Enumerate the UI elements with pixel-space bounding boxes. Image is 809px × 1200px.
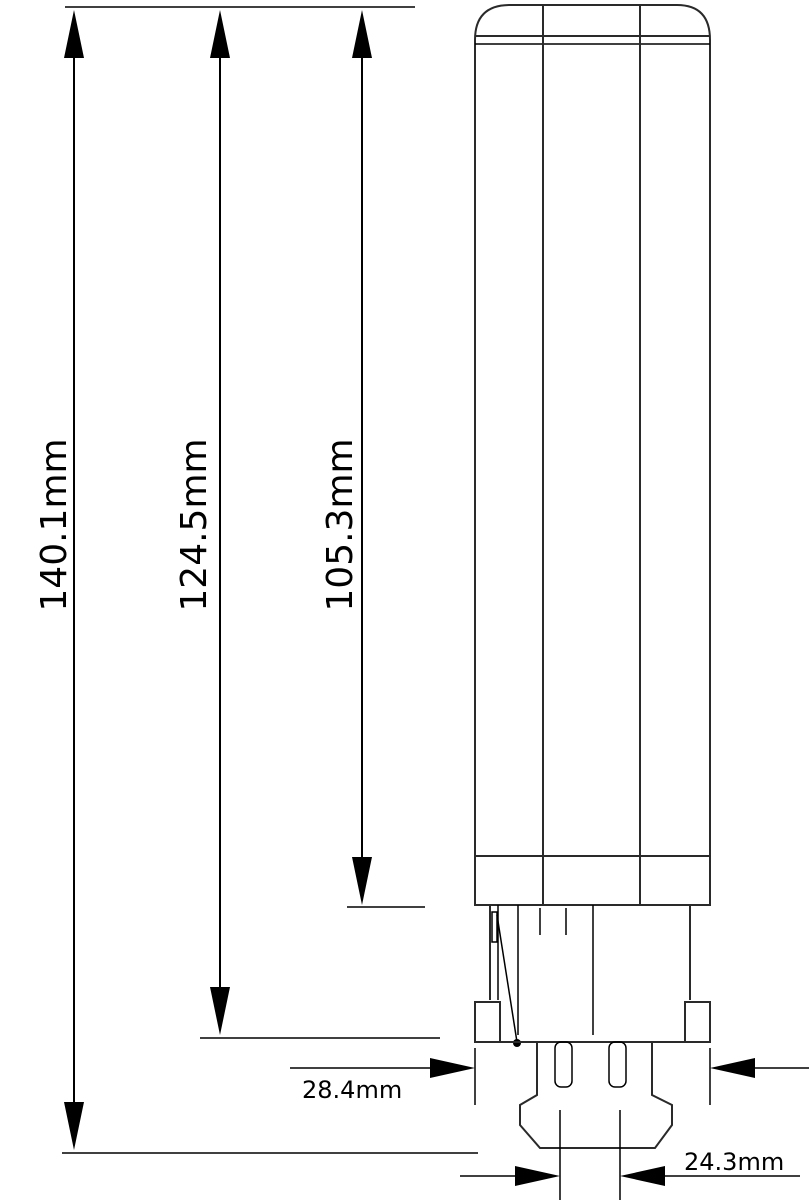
pin-plug (519, 1041, 673, 1149)
lamp-body (474, 4, 711, 906)
total-length-label: 140.1mm (34, 438, 75, 611)
lamp-base (474, 905, 711, 1047)
dimension-body-length: 105.3mm (320, 10, 425, 908)
base-width-label: 28.4mm (302, 1076, 402, 1104)
dimension-base-width: 28.4mm (290, 1048, 809, 1105)
body-length-label: 105.3mm (320, 438, 361, 611)
pin-spacing-label: 24.3mm (684, 1148, 784, 1176)
dimension-pin-spacing: 24.3mm (460, 1110, 800, 1200)
dimension-total-length: 140.1mm (34, 6, 478, 1154)
length-without-pins-label: 124.5mm (174, 438, 215, 611)
dimension-length-without-pins: 124.5mm (174, 10, 440, 1039)
